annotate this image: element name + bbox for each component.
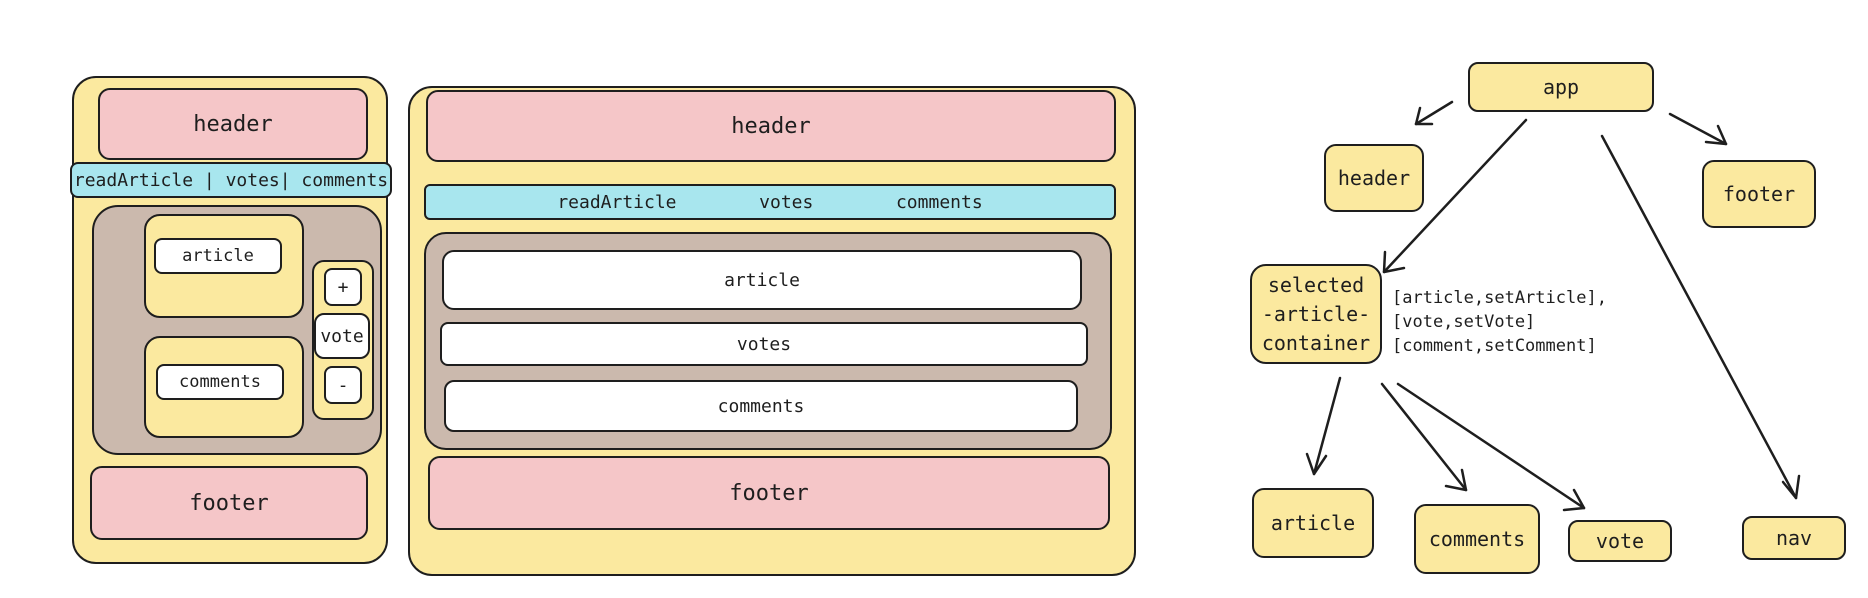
desktop-votes-label: votes [736,333,792,355]
desktop-footer: footer [428,456,1110,530]
mobile-comments-label: comments [179,372,261,392]
mobile-header-label: header [193,111,273,137]
state-article: [article,setArticle], [1392,288,1607,308]
desktop-article-label: article [724,269,800,291]
arrow-container-to-vote [1396,382,1586,512]
nav-item-votes: votes [759,191,814,213]
node-app-label: app [1542,75,1580,99]
state-comment: [comment,setComment] [1392,336,1597,356]
desktop-article: article [442,250,1082,310]
node-selected-article-container: selected -article- container [1250,264,1382,364]
desktop-footer-label: footer [729,480,809,506]
desktop-votes: votes [440,322,1088,366]
node-header: header [1324,144,1424,212]
node-article: article [1252,488,1374,558]
mobile-nav-label: readArticle | votes| comments [73,169,389,191]
upvote-label: + [337,276,349,298]
arrow-app-to-container [1382,118,1528,274]
mobile-header: header [98,88,368,160]
mobile-nav: readArticle | votes| comments [70,162,392,198]
node-comments: comments [1414,504,1540,574]
container-state-list: [article,setArticle], [vote,setVote] [co… [1392,286,1607,358]
mobile-article-label: article [182,246,254,266]
node-nav: nav [1742,516,1846,560]
container-label-line-2: -article- [1261,301,1371,326]
nav-item-readarticle: readArticle [557,191,677,213]
mobile-article: article [154,238,282,274]
node-nav-label: nav [1775,526,1813,550]
node-footer: footer [1702,160,1816,228]
desktop-header: header [426,90,1116,162]
mobile-footer-label: footer [189,490,269,516]
downvote-label: - [337,374,349,396]
container-label-line-3: container [1261,330,1371,355]
arrow-app-to-header [1414,100,1454,126]
arrow-container-to-article [1305,376,1342,476]
arrow-container-to-comments [1380,382,1468,492]
state-vote: [vote,setVote] [1392,312,1536,332]
node-vote-label: vote [1595,529,1645,553]
nav-item-comments: comments [895,191,983,213]
desktop-header-label: header [731,113,811,139]
mobile-upvote-button: + [324,268,362,306]
mobile-comments: comments [156,364,284,400]
node-vote: vote [1568,520,1672,562]
node-article-label: article [1270,511,1356,535]
node-footer-label: footer [1722,182,1796,206]
mobile-vote-label: vote [320,325,364,347]
desktop-nav: readArticle votes comments [424,184,1116,220]
node-header-label: header [1337,166,1411,190]
desktop-comments-label: comments [717,395,805,417]
arrow-app-to-footer [1668,112,1728,146]
mobile-footer: footer [90,466,368,540]
mobile-downvote-button: - [324,366,362,404]
arrow-app-to-nav [1600,134,1801,500]
desktop-comments: comments [444,380,1078,432]
container-label-line-1: selected [1267,272,1365,297]
node-comments-label: comments [1428,527,1526,551]
node-app: app [1468,62,1654,112]
mobile-vote: vote [314,313,370,359]
